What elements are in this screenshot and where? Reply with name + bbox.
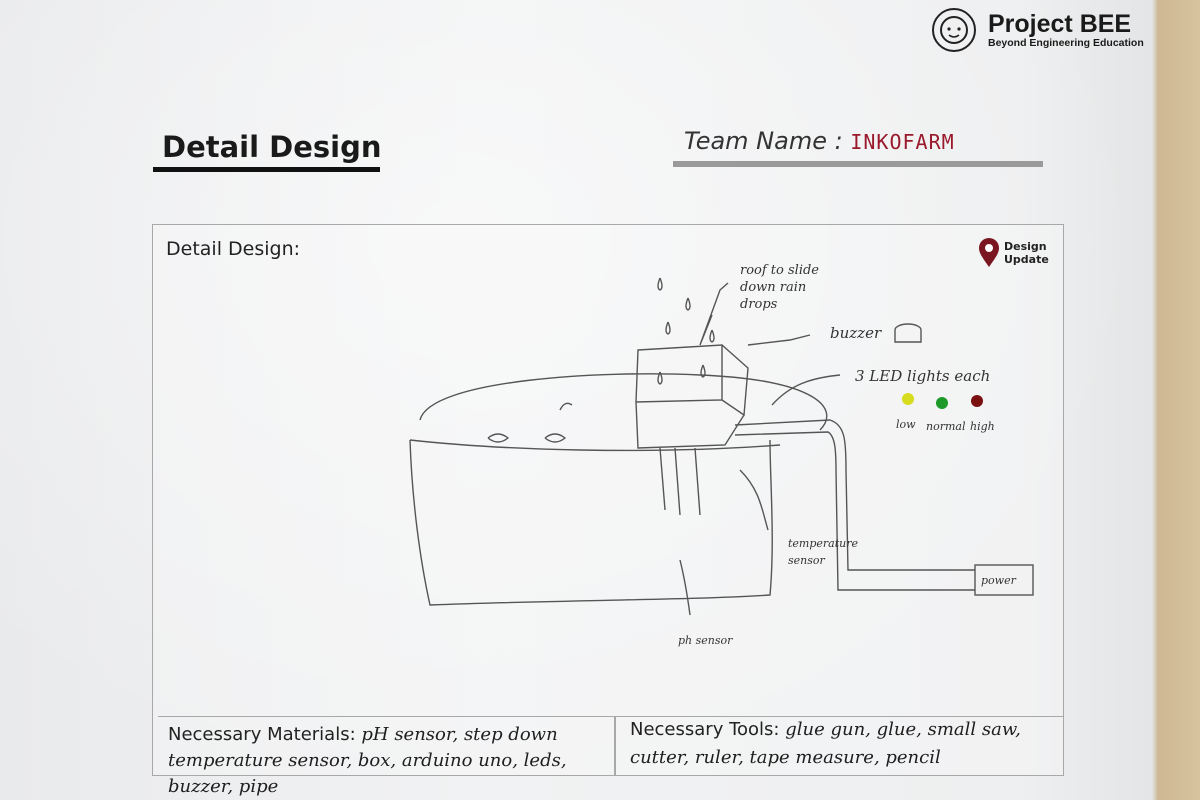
roof-label: roof to slide down rain drops	[740, 263, 819, 312]
tools-value: glue gun, glue, small saw, cutter, ruler…	[630, 719, 1021, 768]
map-pin-icon	[979, 238, 999, 267]
tank-sketch	[409, 373, 828, 606]
buzzer-label: buzzer	[830, 324, 882, 342]
title-underline	[153, 167, 380, 172]
project-bee-logo: Project BEE Beyond Engineering Education	[928, 6, 1144, 54]
temperature-sensor-label: temperature sensor	[788, 537, 859, 567]
led-high-label: high	[970, 420, 995, 433]
fish-sketches	[487, 402, 573, 443]
materials-label: Necessary Materials:	[168, 724, 356, 745]
leds-label: 3 LED lights each	[855, 367, 991, 385]
logo-title: Project BEE	[988, 10, 1132, 38]
led-low-label: low	[896, 418, 916, 431]
paper	[0, 0, 1155, 800]
design-frame	[152, 224, 1064, 776]
led-low-icon	[902, 393, 914, 405]
tools-cell: Necessary Tools: glue gun, glue, small s…	[630, 716, 1070, 772]
led-high-icon	[971, 395, 983, 407]
materials-value: pH sensor, step down temperature sensor,…	[168, 724, 567, 797]
requirements-row	[158, 716, 1064, 775]
tools-label: Necessary Tools:	[630, 719, 780, 740]
bee-mascot-icon	[932, 8, 976, 52]
materials-cell: Necessary Materials: pH sensor, step dow…	[168, 722, 618, 800]
raindrops	[657, 277, 715, 385]
update-label-2: Update	[1004, 253, 1049, 266]
arrows	[679, 282, 841, 616]
team-underline	[673, 161, 1043, 167]
team-name-value: INKOFARM	[850, 130, 955, 154]
page-title: Detail Design	[162, 130, 382, 164]
logo-subtitle: Beyond Engineering Education	[988, 37, 1144, 49]
design-update-badge: Design Update	[978, 238, 1049, 268]
led-normal-label: normal	[926, 420, 966, 433]
team-name-label: Team Name :	[684, 127, 843, 155]
buzzer-icon	[894, 323, 922, 343]
frame-label: Detail Design:	[166, 238, 301, 260]
ph-probes	[659, 447, 701, 516]
box-sketch	[635, 344, 749, 449]
pipe-sketch	[734, 419, 975, 591]
team-name: Team Name : INKOFARM	[684, 127, 955, 155]
power-label: power	[981, 574, 1016, 587]
update-label-1: Design	[1004, 240, 1047, 253]
ph-sensor-label: ph sensor	[678, 634, 733, 647]
column-divider	[614, 716, 616, 776]
led-normal-icon	[936, 397, 948, 409]
power-box	[974, 564, 1034, 596]
